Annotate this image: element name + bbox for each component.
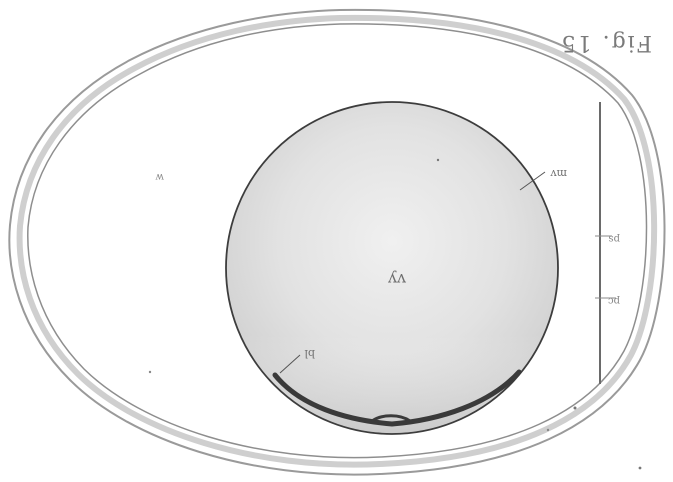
white-label: w: [155, 171, 164, 182]
figure-number-label: Fig. 15: [560, 30, 652, 55]
speck: [574, 407, 577, 410]
embryo-label: bl: [304, 347, 315, 360]
speck: [547, 429, 549, 431]
yolk-label: vy: [388, 270, 407, 289]
speck: [437, 159, 439, 161]
speck: [149, 371, 151, 373]
speck: [639, 467, 642, 470]
membrane-label: mv: [550, 167, 567, 180]
ruler-lower-label: pc: [608, 295, 620, 306]
ruler-upper-label: ps: [608, 233, 620, 244]
